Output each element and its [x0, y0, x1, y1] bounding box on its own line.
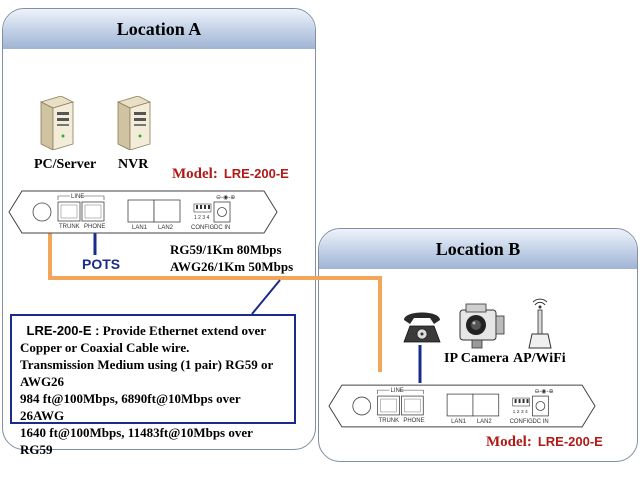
ip-camera-icon — [459, 303, 505, 349]
port-label-phone-a: PHONE — [84, 224, 105, 230]
ip-camera-label: IP Camera — [444, 351, 509, 366]
note-line-4: AWG26 — [20, 374, 65, 389]
note-product: LRE-200-E : — [26, 323, 100, 338]
port-label-line-b: LINE — [391, 388, 404, 394]
pc-server-label: PC/Server — [34, 157, 97, 172]
location-b-title: Location B — [319, 229, 637, 269]
ap-wifi-label: AP/WiFi — [513, 351, 566, 366]
port-label-line-a: LINE — [71, 194, 84, 200]
model-label-b: Model: LRE-200-E — [486, 434, 603, 451]
port-label-config-b: CONFIG — [510, 419, 533, 425]
model-code-b: LRE-200-E — [537, 434, 603, 449]
dc-polarity-icon-a: ⊖-◉-⊕ — [216, 195, 235, 201]
note-line-1-text: Provide Ethernet extend over — [99, 323, 267, 338]
port-label-dcin-a: DC IN — [214, 225, 230, 231]
port-label-lan2-a: LAN2 — [158, 225, 174, 231]
model-label-a: Model: LRE-200-E — [172, 166, 289, 183]
port-label-dcin-b: DC IN — [532, 419, 548, 425]
dip-label-b: 1 2 3 4 — [513, 409, 528, 415]
note-line-1: LRE-200-E : Provide Ethernet extend over — [20, 322, 286, 339]
lre-device-b: LINE TRUNK PHONE LAN1 LAN2 1 2 3 4 CONFI… — [328, 384, 596, 428]
port-label-phone-b: PHONE — [403, 418, 424, 424]
cable-line — [48, 232, 382, 372]
port-label-lan1-a: LAN1 — [132, 225, 148, 231]
model-prefix-b: Model: — [486, 434, 532, 450]
model-code: LRE-200-E — [223, 166, 289, 181]
server-icon — [39, 96, 75, 150]
model-prefix: Model: — [172, 166, 218, 182]
spec-pointer — [251, 279, 281, 315]
dc-polarity-icon-b: ⊖-◉-⊕ — [534, 389, 553, 395]
location-a-title: Location A — [3, 9, 315, 49]
nvr-icon — [116, 96, 152, 150]
nvr-label: NVR — [118, 157, 149, 172]
note-line-2: Copper or Coaxial Cable wire. — [20, 340, 190, 355]
port-label-lan2-b: LAN2 — [477, 419, 492, 425]
telephone-icon — [403, 312, 441, 343]
note-line-6: 1640 ft@100Mbps, 11483ft@10Mbps over RG5… — [20, 425, 253, 457]
wifi-antenna-icon — [528, 298, 552, 349]
link-spec-line2: AWG26/1Km 50Mbps — [170, 259, 294, 274]
port-label-lan1-b: LAN1 — [451, 419, 467, 425]
note-line-3: Transmission Medium using (1 pair) RG59 … — [20, 357, 274, 372]
dip-label-a: 1 2 3 4 — [194, 215, 210, 221]
product-note-box: LRE-200-E : Provide Ethernet extend over… — [10, 314, 296, 457]
port-label-trunk-b: TRUNK — [379, 418, 399, 424]
lre-device-a: LINE TRUNK PHONE LAN1 LAN2 1 2 3 4 CONFI… — [8, 190, 278, 234]
pots-label: POTS — [82, 256, 121, 272]
port-label-config-a: CONFIG — [191, 225, 215, 231]
note-line-5: 984 ft@100Mbps, 6890ft@10Mbps over 26AWG — [20, 391, 241, 423]
link-spec-line1: RG59/1Km 80Mbps — [170, 242, 282, 257]
port-label-trunk-a: TRUNK — [59, 224, 80, 230]
